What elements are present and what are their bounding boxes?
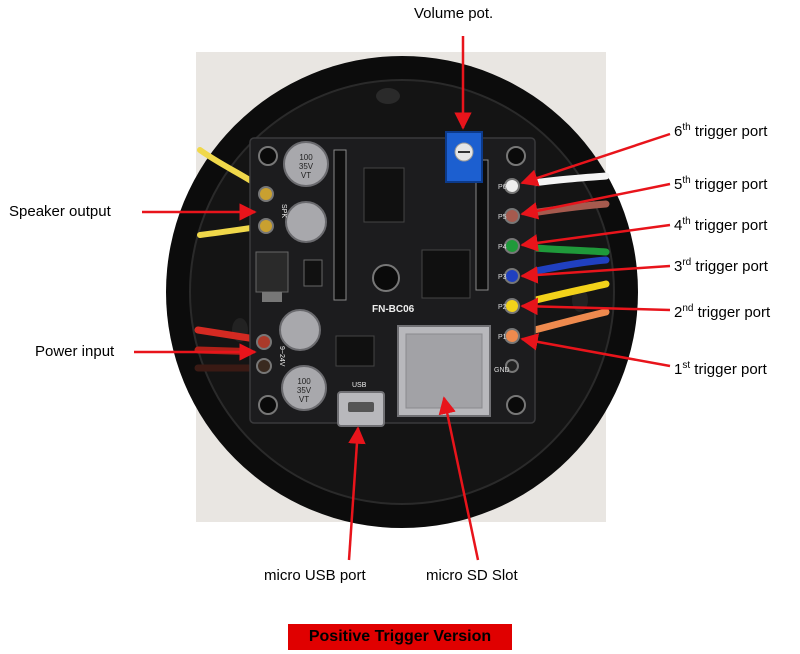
power-terminals bbox=[256, 334, 272, 374]
arrow-usb bbox=[347, 426, 366, 561]
label-trigger-6: 6th trigger port bbox=[674, 122, 768, 141]
svg-text:SPK: SPK bbox=[280, 204, 287, 218]
svg-text:100: 100 bbox=[297, 377, 311, 386]
svg-text:35V: 35V bbox=[299, 162, 314, 171]
svg-text:P6: P6 bbox=[498, 184, 507, 191]
svg-text:100: 100 bbox=[299, 153, 313, 162]
capacitor-label: 100 35V VT 100 35V VT bbox=[297, 153, 314, 404]
svg-text:P2: P2 bbox=[498, 304, 507, 311]
label-trigger-2: 2nd trigger port bbox=[674, 303, 771, 322]
caption-banner: Positive Trigger Version bbox=[288, 624, 512, 650]
svg-text:GND: GND bbox=[494, 367, 510, 374]
arrow-trigger1 bbox=[520, 333, 671, 368]
label-speaker-output: Speaker output bbox=[9, 203, 111, 220]
capacitors bbox=[279, 141, 329, 411]
label-volume-pot: Volume pot. bbox=[414, 5, 494, 22]
annotation-arrows bbox=[134, 36, 671, 561]
trigger-pads bbox=[504, 178, 520, 373]
svg-text:USB: USB bbox=[352, 382, 367, 389]
svg-text:P4: P4 bbox=[498, 244, 507, 251]
label-trigger-1: 1st trigger port bbox=[674, 360, 767, 379]
label-micro-sd: micro SD Slot bbox=[426, 567, 518, 584]
arrow-trigger4 bbox=[520, 223, 671, 252]
board-silk-text: FN-BC06 USB SPK 9~24V bbox=[278, 204, 415, 389]
svg-text:P3: P3 bbox=[498, 274, 507, 281]
label-power-input: Power input bbox=[35, 343, 115, 360]
svg-text:9~24V: 9~24V bbox=[278, 346, 285, 367]
label-trigger-3: 3rd trigger port bbox=[674, 257, 768, 276]
arrow-trigger6 bbox=[520, 132, 671, 187]
arrow-sd bbox=[438, 396, 480, 561]
svg-text:35V: 35V bbox=[297, 386, 312, 395]
svg-text:VT: VT bbox=[301, 171, 311, 180]
micro-sd-slot bbox=[397, 325, 491, 417]
pin-silk-labels: P6 P5 P4 P3 P2 P1 GND bbox=[494, 184, 510, 374]
svg-text:FN-BC06: FN-BC06 bbox=[372, 304, 415, 315]
label-trigger-4: 4th trigger port bbox=[674, 216, 768, 235]
label-trigger-5: 5th trigger port bbox=[674, 175, 768, 194]
svg-text:P1: P1 bbox=[498, 334, 507, 341]
arrow-trigger3 bbox=[520, 264, 671, 284]
speaker-terminals bbox=[258, 186, 274, 234]
svg-text:P5: P5 bbox=[498, 214, 507, 221]
arrow-trigger5 bbox=[520, 182, 671, 220]
label-micro-usb: micro USB port bbox=[264, 567, 366, 584]
svg-text:VT: VT bbox=[299, 395, 309, 404]
micro-usb-port bbox=[337, 391, 385, 427]
arrow-trigger2 bbox=[520, 297, 671, 316]
volume-pot bbox=[445, 131, 483, 183]
